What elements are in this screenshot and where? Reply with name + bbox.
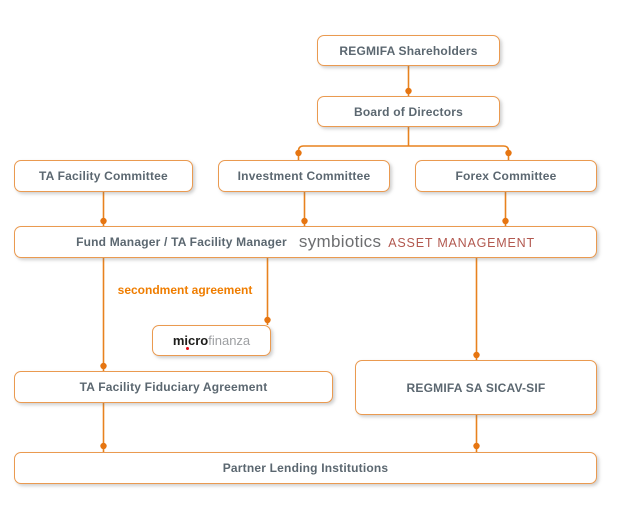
node-label: Investment Committee [237, 169, 371, 183]
node-label: TA Facility Fiduciary Agreement [79, 380, 268, 394]
connector-dots [100, 87, 512, 450]
secondment-agreement-label: secondment agreement [117, 283, 253, 297]
node-ta-facility-fiduciary-agreement: TA Facility Fiduciary Agreement [14, 371, 333, 403]
microfinanza-red-dot [185, 347, 189, 350]
node-ta-facility-committee: TA Facility Committee [14, 160, 193, 192]
node-label: TA Facility Committee [39, 169, 168, 183]
node-label: Fund Manager / TA Facility Manager [76, 235, 287, 249]
node-label: REGMIFA Shareholders [339, 43, 478, 58]
node-label: REGMIFA SA SICAV-SIF [406, 380, 546, 395]
node-partner-lending-institutions: Partner Lending Institutions [14, 452, 597, 484]
edge-branch-committees [297, 145, 510, 160]
node-board-of-directors: Board of Directors [317, 96, 500, 127]
node-fund-manager: Fund Manager / TA Facility Manager symbi… [14, 226, 597, 258]
node-label: Board of Directors [354, 104, 463, 119]
microfinanza-wordmark-bold: micro [172, 333, 209, 350]
symbiotics-wordmark: symbiotics [298, 232, 382, 251]
node-investment-committee: Investment Committee [218, 160, 390, 192]
node-label: Partner Lending Institutions [222, 461, 389, 475]
node-label: Forex Committee [455, 169, 557, 183]
symbiotics-logo: symbiotics ASSET MANAGEMENT [299, 232, 535, 252]
symbiotics-asset-management-wordmark: ASSET MANAGEMENT [388, 236, 535, 250]
node-regmifa-sa-sicav-sif: REGMIFA SA SICAV-SIF [355, 360, 597, 415]
node-regmifa-shareholders: REGMIFA Shareholders [317, 35, 500, 66]
node-forex-committee: Forex Committee [415, 160, 597, 192]
microfinanza-wordmark-light: finanza [208, 333, 251, 348]
